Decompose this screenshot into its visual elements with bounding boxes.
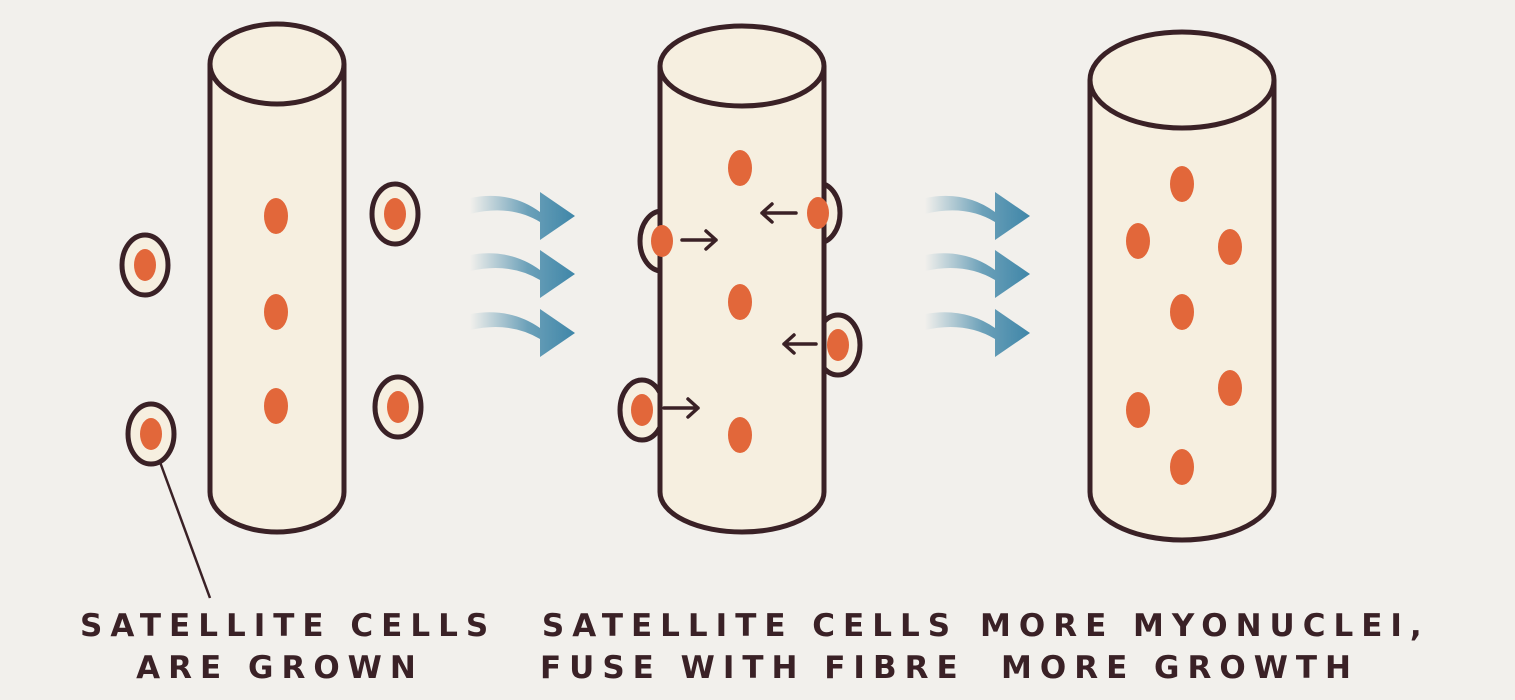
nucleus-icon <box>807 197 829 229</box>
flow-arrow-icon <box>925 192 1030 240</box>
nucleus-icon <box>1170 166 1194 202</box>
caption-line: SATELLITE CELLS <box>541 608 959 644</box>
stage-2-caption: SATELLITE CELLS FUSE WITH FIBRE <box>540 605 960 689</box>
stage-3-group <box>1087 29 1277 543</box>
caption-line: MORE MYONUCLEI, <box>980 608 1430 644</box>
nucleus-icon <box>728 284 752 320</box>
muscle-fibre-cylinder-icon <box>657 23 827 535</box>
nucleus-icon <box>728 150 752 186</box>
flow-arrows-2 <box>925 192 1030 357</box>
nucleus-icon <box>1218 370 1242 406</box>
caption-line: FUSE WITH FIBRE <box>540 650 966 686</box>
fusion-arrow-icon <box>680 229 718 251</box>
nucleus-icon <box>631 394 653 426</box>
flow-arrow-icon <box>925 250 1030 298</box>
nucleus-icon <box>1170 449 1194 485</box>
satellite-cell-icon <box>369 181 421 247</box>
nucleus-icon <box>651 225 673 257</box>
nucleus-icon <box>1218 229 1242 265</box>
satellite-cell-icon <box>125 401 177 467</box>
satellite-cell-icon <box>119 232 171 298</box>
nucleus-icon <box>1126 223 1150 259</box>
nucleus-icon <box>264 294 288 330</box>
caption-pointer-line <box>158 461 212 599</box>
nucleus-icon <box>1126 392 1150 428</box>
caption-line: ARE GROWN <box>136 650 424 686</box>
muscle-fibre-cylinder-icon <box>207 21 347 535</box>
flow-arrow-icon <box>470 250 575 298</box>
flow-arrow-icon <box>470 192 575 240</box>
stage-2-group <box>617 23 863 535</box>
fusion-arrow-icon <box>760 202 798 224</box>
caption-line: SATELLITE CELLS <box>80 608 497 644</box>
nucleus-icon <box>1170 294 1194 330</box>
nucleus-icon <box>264 388 288 424</box>
flow-arrows-1 <box>470 192 575 357</box>
stage-3-caption: MORE MYONUCLEI, MORE GROWTH <box>980 605 1430 689</box>
nucleus-icon <box>264 198 288 234</box>
nucleus-icon <box>728 417 752 453</box>
fusion-arrow-icon <box>662 397 700 419</box>
flow-arrow-icon <box>470 309 575 357</box>
stage-1-caption: SATELLITE CELLS ARE GROWN <box>80 605 497 689</box>
satellite-cell-icon <box>372 374 424 440</box>
stage-1-group <box>119 21 424 599</box>
nucleus-icon <box>827 329 849 361</box>
flow-arrow-icon <box>925 309 1030 357</box>
caption-line: MORE GROWTH <box>1001 650 1359 686</box>
fusion-arrow-icon <box>782 333 818 355</box>
